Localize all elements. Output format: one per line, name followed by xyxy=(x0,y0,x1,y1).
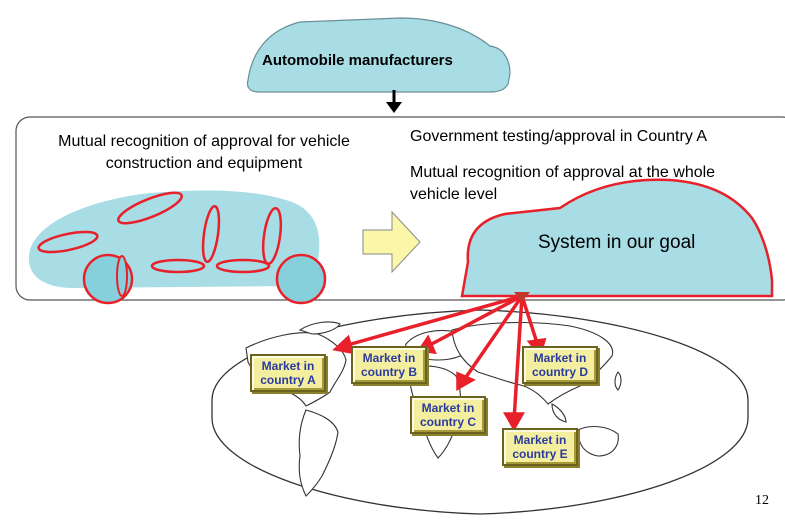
government-testing-text: Government testing/approval in Country A xyxy=(410,128,708,145)
market-country-e: Market in country E xyxy=(502,428,578,466)
arrow-origin-marker xyxy=(514,292,530,302)
manufacturers-label: Automobile manufacturers xyxy=(262,52,453,69)
market-country-c: Market in country C xyxy=(410,396,486,434)
goal-label: System in our goal xyxy=(538,232,696,253)
whole-vehicle-text: Mutual recognition of approval at the wh… xyxy=(410,164,716,203)
manufacturer-car-shape xyxy=(246,17,511,93)
market-country-d: Market in country D xyxy=(522,346,598,384)
down-arrow xyxy=(386,90,402,113)
page-number: 12 xyxy=(755,493,769,508)
goal-car-shape xyxy=(460,178,774,298)
component-approval-text: Mutual recognition of approval for vehic… xyxy=(58,133,350,172)
market-country-a: Market in country A xyxy=(250,354,326,392)
market-country-b: Market in country B xyxy=(351,346,427,384)
process-arrow xyxy=(362,210,421,274)
component-car xyxy=(28,190,327,305)
